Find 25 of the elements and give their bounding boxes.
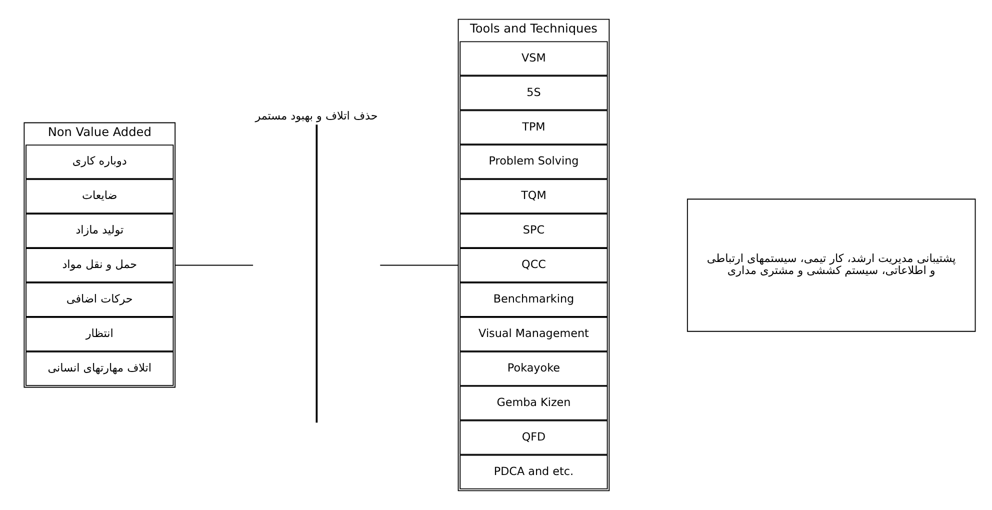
node-box: PDCA and etc. [460,454,608,490]
node-box: انتظار [26,316,174,352]
node-label: حذف اتلاف و بهبود مستمر [255,110,378,123]
node-box: حمل و نقل مواد [26,248,174,282]
node-box: Benchmarking [460,282,608,317]
node-box: 5S [460,76,608,110]
node-box: SPC [460,214,608,248]
node-box: ضایعات [26,179,174,214]
node-box: اتلاف مهارتهای انسانی [26,351,174,386]
node-box [316,124,318,423]
node-box: TQM [460,179,608,214]
node-box: پشتیبانی مدیریت ارشد، کار تیمی، سیستمهای ارتباطی و اطلاعاتی، سیستم کششی و مشتری مداری [686,198,976,332]
node-box: Pokayoke [460,351,608,386]
connector [174,264,254,266]
node-box: Visual Management [460,316,608,352]
node-box: QCC [460,248,608,282]
node-box: QFD [460,420,608,455]
node-box: TPM [460,110,608,145]
node-box: Problem Solving [460,144,608,180]
node-box: VSM [460,41,608,76]
node-box: تولید مازاد [26,214,174,248]
node-box: دوباره کاری [26,144,174,180]
node-box: حرکات اضافی [26,282,174,317]
node-box: Gemba Kizen [460,386,608,420]
connector [380,264,459,266]
